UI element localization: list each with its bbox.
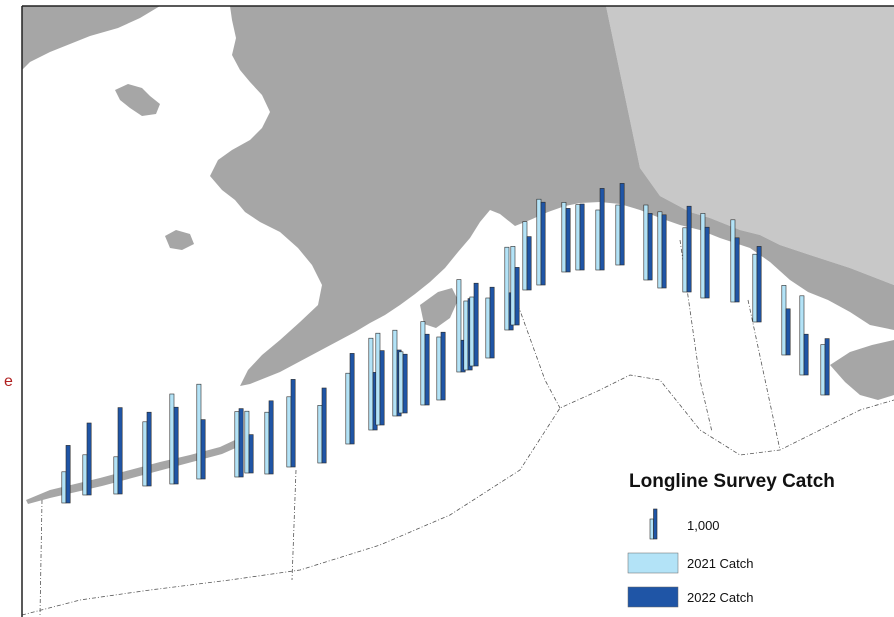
- station-bar-2022: [540, 201, 546, 286]
- station-bar-2022: [349, 353, 355, 445]
- station-bar-2022: [599, 188, 605, 271]
- legend-label-2021: 2021 Catch: [687, 556, 754, 571]
- legend-swatch-2022: [627, 586, 679, 608]
- station-bar-2022: [661, 214, 667, 289]
- station-bar-2021: [510, 246, 516, 326]
- station-bar-2021: [522, 221, 528, 291]
- legend-title: Longline Survey Catch: [629, 471, 835, 492]
- station-bar-2022: [248, 434, 254, 474]
- station-bar-2022: [824, 338, 830, 396]
- station-bar-2021: [463, 300, 469, 371]
- station-bar-2022: [86, 422, 92, 496]
- station-bar-2022: [489, 286, 495, 359]
- station-bar-2022: [565, 208, 571, 273]
- station-bar-2022: [704, 226, 710, 299]
- station-bar-2021: [456, 279, 462, 373]
- station-bar-2021: [61, 471, 67, 504]
- station-bar-2022: [734, 237, 740, 303]
- station-bar-2022: [756, 246, 762, 323]
- station-bar-2021: [485, 297, 491, 359]
- station-bar-2021: [682, 227, 688, 293]
- station-bar-2021: [752, 253, 758, 323]
- station-bar-2022: [173, 406, 179, 485]
- station-bar-2021: [799, 295, 805, 376]
- station-bars: [61, 183, 830, 504]
- canada-landmass: [606, 6, 894, 285]
- station-bar-2021: [142, 421, 148, 487]
- legend-swatch-2021: [627, 552, 679, 574]
- station-bar-2021: [234, 411, 240, 478]
- western-coast-landmass: [22, 6, 160, 70]
- kodiak-island: [420, 288, 458, 328]
- station-bar-2021: [317, 405, 323, 464]
- legend-label-2022: 2022 Catch: [687, 590, 754, 605]
- aleutian-islands: [26, 440, 240, 504]
- northern-island: [115, 84, 160, 116]
- station-bar-2022: [440, 331, 446, 401]
- station-bar-2021: [398, 351, 404, 414]
- station-bar-2022: [117, 407, 123, 495]
- station-bar-2022: [268, 400, 274, 475]
- station-bar-2022: [402, 353, 408, 414]
- legend-scale-bar-2022: [653, 508, 658, 540]
- small-island: [165, 230, 194, 250]
- station-bar-2022: [146, 411, 152, 487]
- station-bar-2022: [473, 282, 479, 367]
- station-bar-2021: [345, 372, 351, 445]
- alaska-landmass: [210, 6, 894, 386]
- station-bar-2021: [244, 410, 250, 474]
- station-bar-2021: [504, 246, 510, 331]
- station-bar-2022: [526, 236, 532, 291]
- station-bar-2022: [686, 205, 692, 293]
- station-bar-2021: [595, 209, 601, 271]
- station-bar-2022: [619, 183, 625, 266]
- station-bar-2022: [579, 203, 585, 271]
- edge-mark: e: [4, 373, 13, 390]
- station-bar-2022: [65, 445, 71, 504]
- station-bar-2021: [575, 204, 581, 271]
- station-bar-2021: [82, 454, 88, 496]
- legend: Longline Survey Catch 1,000 2021 Catch 2…: [627, 471, 835, 608]
- station-bar-2021: [368, 337, 374, 431]
- station-bar-2021: [643, 204, 649, 281]
- station-bar-2021: [113, 456, 119, 495]
- station-bar-2021: [536, 198, 542, 286]
- legend-scale-symbol: [649, 508, 658, 540]
- station-bar-2022: [424, 333, 430, 406]
- station-bar-2021: [436, 336, 442, 401]
- station-bar-2021: [264, 411, 270, 475]
- station-bar-2022: [290, 379, 296, 468]
- station-bar-2022: [514, 267, 520, 326]
- station-bar-2021: [820, 344, 826, 396]
- station-bar-2021: [169, 393, 175, 485]
- station-bar-2022: [321, 387, 327, 464]
- station-bar-2022: [200, 419, 206, 480]
- legend-scale-bar-2021: [649, 518, 654, 540]
- station-bar-2021: [657, 211, 663, 289]
- station-bar-2021: [420, 321, 426, 406]
- legend-scale-label: 1,000: [687, 518, 720, 533]
- station-bar-2021: [700, 213, 706, 299]
- station-bar-2022: [379, 350, 385, 426]
- southeast-archipelago: [830, 340, 894, 400]
- station-bar-2021: [730, 219, 736, 303]
- station-bar-2022: [803, 333, 809, 376]
- station-bar-2021: [781, 285, 787, 356]
- station-bar-2021: [615, 204, 621, 266]
- station-bar-2021: [561, 202, 567, 273]
- station-bar-2022: [238, 408, 244, 478]
- station-bar-2021: [375, 332, 381, 426]
- station-bar-2021: [286, 396, 292, 468]
- station-bar-2021: [469, 296, 475, 367]
- station-bar-2022: [785, 308, 791, 356]
- station-bar-2021: [392, 329, 398, 417]
- station-bar-2022: [647, 213, 653, 281]
- station-bar-2021: [196, 383, 202, 480]
